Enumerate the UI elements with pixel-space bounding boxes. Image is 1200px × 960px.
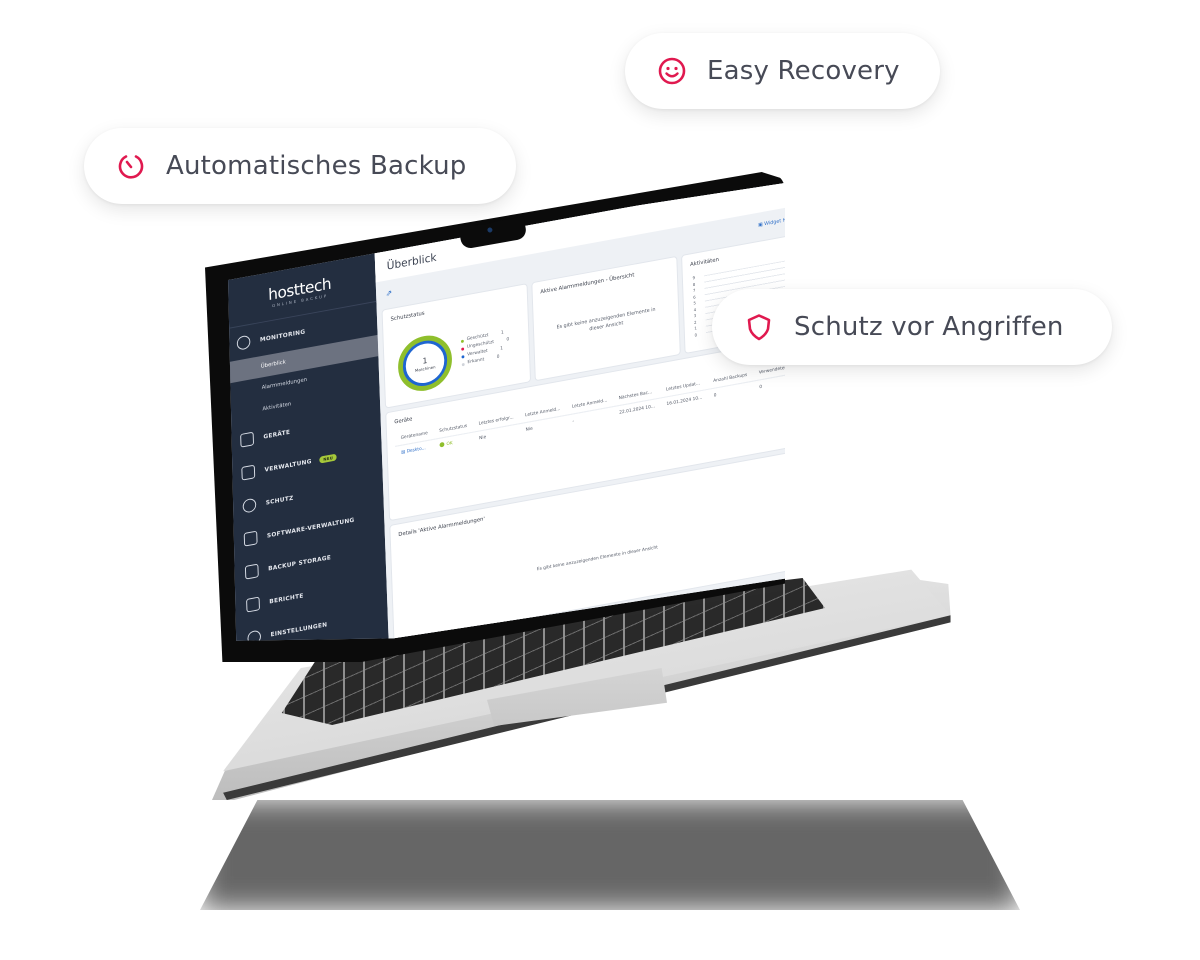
sidebar-item-label: BACKUP STORAGE bbox=[268, 553, 332, 573]
sidebar-item-label: VERWALTUNG bbox=[264, 457, 312, 474]
legend-dot bbox=[461, 354, 465, 359]
add-widget-label: Widget hinzufügen bbox=[764, 213, 785, 228]
shield-check-icon bbox=[242, 497, 257, 514]
sidebar-item-label: SCHUTZ bbox=[265, 494, 294, 507]
sidebar-item-label: GERÄTE bbox=[263, 428, 291, 441]
timer-icon bbox=[118, 155, 144, 179]
legend-value: 1 bbox=[500, 346, 504, 352]
smiley-icon bbox=[658, 57, 686, 85]
legend-dot bbox=[460, 339, 464, 343]
app-sidebar: hosttech ONLINE BACKUP MONITORING Überbl… bbox=[227, 253, 392, 641]
expand-icon[interactable]: ⇗ bbox=[385, 287, 393, 298]
legend-value: 0 bbox=[496, 354, 500, 360]
legend-label: Erkannt bbox=[467, 357, 485, 366]
machine-count: 1 bbox=[422, 355, 428, 366]
donut-center: 1 Maschinen bbox=[414, 353, 436, 373]
add-widget-button[interactable]: ▣ Widget hinzufügen bbox=[758, 213, 785, 228]
camera-icon bbox=[487, 227, 493, 233]
empty-message: Es gibt keine anzuzeigenden Elemente in … bbox=[536, 545, 659, 573]
legend-value: 1 bbox=[500, 330, 504, 336]
page-title: Überblick bbox=[386, 250, 437, 273]
feature-pill-schutz-vor-angriffen: Schutz vor Angriffen bbox=[712, 289, 1112, 365]
feature-pill-easy-recovery: Easy Recovery bbox=[625, 33, 940, 109]
y-axis-ticks: 9 8 7 6 5 4 3 2 1 0 bbox=[692, 275, 697, 338]
empty-message: Es gibt keine anzuzeigenden Elemente in … bbox=[556, 306, 656, 333]
y-tick: 0 bbox=[694, 331, 698, 338]
widget-alarm-overview: Aktive Alarmmeldungen - Übersicht Es gib… bbox=[532, 256, 680, 381]
pill-label: Easy Recovery bbox=[707, 56, 900, 86]
status-badge: OK bbox=[446, 441, 453, 448]
protection-donut-chart[interactable]: 1 Maschinen bbox=[397, 331, 453, 396]
clipboard-report-icon bbox=[246, 596, 260, 613]
new-badge: NEU bbox=[319, 453, 338, 464]
device-name: Deskto... bbox=[406, 445, 426, 455]
management-icon bbox=[241, 464, 256, 481]
machine-label: Maschinen bbox=[414, 364, 436, 373]
laptop-floor-shadow bbox=[200, 800, 1020, 910]
legend-value: 0 bbox=[506, 337, 510, 343]
storage-icon bbox=[244, 563, 259, 580]
app-main: Überblick ▦ ⇗ ▣ Widget hinzufügen ⤓ Down… bbox=[374, 183, 785, 641]
legend-dot bbox=[461, 362, 465, 366]
sidebar-item-label: MONITORING bbox=[259, 328, 306, 344]
monitor-icon bbox=[240, 431, 255, 448]
sidebar-item-label: EINSTELLUNGEN bbox=[270, 620, 328, 638]
sidebar-item-label: SOFTWARE-VERWALTUNG bbox=[266, 516, 355, 540]
sidebar-item-label: BERICHTE bbox=[269, 591, 304, 605]
feature-pill-automatisches-backup: Automatisches Backup bbox=[84, 128, 516, 204]
pill-label: Schutz vor Angriffen bbox=[794, 312, 1064, 342]
gauge-icon bbox=[236, 334, 251, 351]
pill-label: Automatisches Backup bbox=[166, 151, 467, 181]
ok-check-icon bbox=[439, 441, 445, 448]
software-install-icon bbox=[243, 530, 258, 547]
shield-icon bbox=[747, 314, 771, 341]
legend-dot bbox=[461, 346, 465, 351]
